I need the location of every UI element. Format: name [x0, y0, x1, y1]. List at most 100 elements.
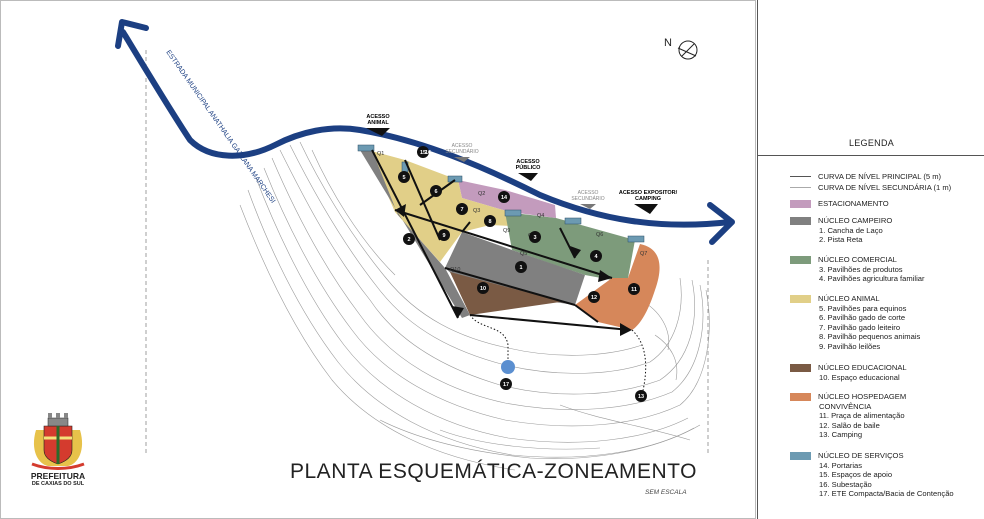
- legend-swatch: [790, 392, 811, 401]
- legend-swatch: [790, 199, 811, 208]
- quadra-label: Q3: [473, 208, 480, 214]
- svg-text:6: 6: [434, 189, 437, 195]
- marker-14: 14: [498, 191, 510, 203]
- legend-group-title: NÚCLEO EDUCACIONAL: [818, 363, 907, 372]
- svg-text:1: 1: [519, 265, 522, 271]
- quadra-label: Q10: [450, 267, 460, 273]
- dotted-path-13: [631, 329, 647, 396]
- svg-text:ACESSO: ACESSO: [452, 143, 473, 149]
- legend-item: 4. Pavilhões agricultura familiar: [819, 274, 925, 284]
- legend-group-educacional: NÚCLEO EDUCACIONAL 10. Espaço educaciona…: [790, 363, 907, 382]
- legend-item: 13. Camping: [819, 430, 863, 440]
- access-labels: ACESSO ANIMAL ACESSO SECUNDÁRIO ACESSO P…: [366, 114, 678, 214]
- legend-divider: [758, 155, 984, 156]
- legend-group-servicos: NÚCLEO DE SERVIÇOS 14. Portarias 15. Esp…: [790, 451, 954, 499]
- legend-contour-secundaria: CURVA DE NÍVEL SECUNDÁRIA (1 m): [790, 183, 951, 193]
- legend-group-title: NÚCLEO CAMPEIRO: [818, 216, 893, 225]
- marker-8: 8: [484, 215, 496, 227]
- svg-text:ACESSO: ACESSO: [578, 190, 599, 196]
- marker-1: 1: [515, 261, 527, 273]
- site-plan-drawing: ESTRADA MUNICIPAL ANATHALIA GAZZANA MARC…: [0, 0, 756, 519]
- legend-item: 7. Pavilhão gado leiteiro: [819, 322, 901, 332]
- gate-6: [627, 235, 645, 243]
- marker-13: 13: [635, 390, 647, 402]
- svg-text:ACESSO: ACESSO: [366, 114, 390, 120]
- svg-text:ACESSO: ACESSO: [516, 159, 540, 165]
- map-area: ESTRADA MUNICIPAL ANATHALIA GAZZANA MARC…: [0, 0, 756, 519]
- legend-contour-principal: CURVA DE NÍVEL PRINCIPAL (5 m): [790, 172, 941, 182]
- legend-swatch: [790, 363, 811, 372]
- zone-campeiro-strip: [360, 150, 470, 318]
- logo-text: PREFEITURA DE CAXIAS DO SUL: [22, 472, 94, 488]
- legend-swatch: [790, 294, 811, 303]
- marker-2: 2: [403, 233, 415, 245]
- svg-text:17: 17: [503, 382, 509, 388]
- marker-4: 4: [590, 250, 602, 262]
- marker-11: 11: [628, 283, 640, 295]
- contour-lines: [239, 141, 710, 471]
- marker-10: 10: [477, 282, 489, 294]
- legend-item: 16. Subestação: [819, 479, 872, 489]
- marker-15: 15: [417, 146, 429, 158]
- access-secundario-1-arrow: [454, 157, 470, 162]
- svg-text:12: 12: [591, 295, 597, 301]
- legend-title: LEGENDA: [848, 138, 895, 148]
- svg-text:4: 4: [594, 254, 598, 260]
- svg-text:16: 16: [425, 150, 431, 156]
- access-expositor: ACESSO EXPOSITOR/ CAMPING: [619, 190, 678, 214]
- coat-of-arms-icon: [31, 413, 85, 470]
- circulation-arrows: [371, 149, 631, 331]
- svg-text:3: 3: [533, 235, 536, 241]
- access-expositor-arrow: [634, 204, 658, 214]
- quadra-label: Q4: [537, 213, 544, 219]
- legend-item: 11. Praça de alimentação: [819, 411, 905, 421]
- logo-line-2: DE CAXIAS DO SUL: [31, 481, 85, 487]
- legend-group-estacionamento: ESTACIONAMENTO: [790, 199, 889, 209]
- legend-group-animal: NÚCLEO ANIMAL 5. Pavilhões para equinos …: [790, 294, 920, 352]
- legend-group-title: NÚCLEO COMERCIAL: [818, 255, 897, 264]
- svg-text:7: 7: [460, 207, 463, 213]
- legend-swatch: [790, 255, 811, 264]
- marker-6: 6: [430, 185, 442, 197]
- legend-item: 3. Pavilhões de produtos: [819, 264, 903, 274]
- access-publico: ACESSO PÚBLICO: [516, 159, 541, 181]
- legend-group-title-line2: CONVIVÊNCIA: [819, 401, 872, 411]
- legend-item: 5. Pavilhões para equinos: [819, 303, 907, 313]
- svg-text:5: 5: [402, 175, 405, 181]
- quadra-label: Q1: [377, 151, 384, 157]
- marker-9: 9: [438, 229, 450, 241]
- scale-note: SEM ESCALA: [645, 489, 687, 496]
- svg-text:13: 13: [638, 394, 644, 400]
- contour-secundaria-label: CURVA DE NÍVEL SECUNDÁRIA (1 m): [818, 183, 952, 192]
- legend-item: 6. Pavilhão gado de corte: [819, 313, 906, 323]
- legend-item: 8. Pavilhão pequenos animais: [819, 332, 921, 342]
- legend-item: 12. Salão de baile: [819, 420, 880, 430]
- svg-text:2: 2: [407, 237, 410, 243]
- svg-text:CAMPING: CAMPING: [635, 196, 661, 202]
- legend-item: 14. Portarias: [819, 460, 863, 470]
- legend-panel: LEGENDA CURVA DE NÍVEL PRINCIPAL (5 m) C…: [757, 0, 984, 519]
- legend-group-comercial: NÚCLEO COMERCIAL 3. Pavilhões de produto…: [790, 255, 925, 284]
- north-arrow: N: [664, 37, 698, 60]
- number-markers: 1 2 3 4 5 6 7 8 9 10 11 12 13 14 15 16 1…: [398, 146, 647, 402]
- page-title: PLANTA ESQUEMÁTICA-ZONEAMENTO: [290, 460, 697, 483]
- access-secundario-2-arrow: [580, 204, 596, 209]
- legend-item: 9. Pavilhão leilões: [819, 341, 881, 351]
- legend-group-title: NÚCLEO HOSPEDAGEM: [818, 392, 907, 401]
- legend-item: 1. Cancha de Laço: [819, 225, 883, 235]
- marker-12: 12: [588, 291, 600, 303]
- svg-text:11: 11: [631, 287, 637, 293]
- legend-group-hospedagem: NÚCLEO HOSPEDAGEM CONVIVÊNCIA 11. Praça …: [790, 392, 906, 440]
- access-animal: ACESSO ANIMAL: [366, 114, 390, 136]
- marker-5: 5: [398, 171, 410, 183]
- legend-swatch: [790, 216, 811, 225]
- svg-text:8: 8: [488, 219, 491, 225]
- svg-text:SECUNDÁRIO: SECUNDÁRIO: [571, 195, 604, 202]
- quadra-label: Q2: [478, 191, 485, 197]
- ete-circle: [501, 360, 515, 374]
- road-arrow-start: [115, 19, 149, 49]
- legend-group-campeiro: NÚCLEO CAMPEIRO 1. Cancha de Laço 2. Pis…: [790, 216, 892, 245]
- gate-5: [564, 217, 582, 225]
- contour-secundaria-swatch: [790, 187, 811, 189]
